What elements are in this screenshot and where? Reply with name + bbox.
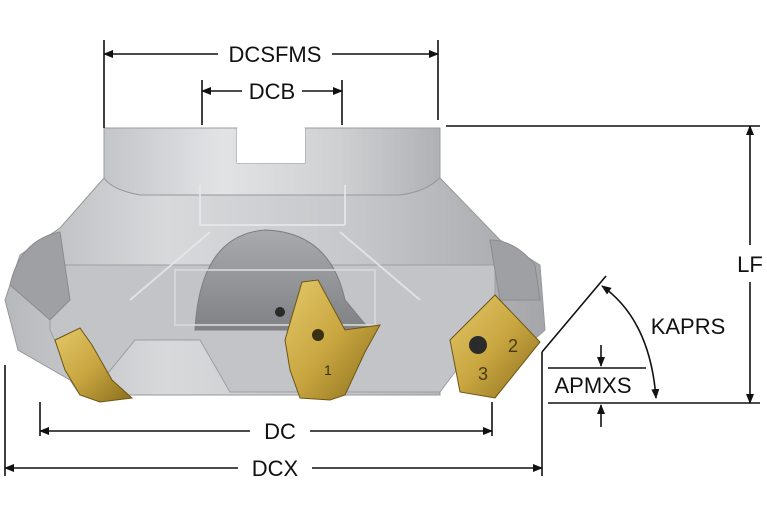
label-dcb: DCB — [249, 79, 295, 104]
insert-center: 1 — [284, 279, 381, 401]
right-insert-screw — [469, 336, 487, 354]
label-dcsfms: DCSFMS — [229, 42, 322, 67]
right-insert-number-3: 3 — [478, 364, 488, 384]
insert-right: 2 3 — [449, 294, 541, 399]
dimension-labels: DCSFMS DCB LF KAPRS APMXS DC DCX — [229, 42, 763, 481]
right-insert-number-2: 2 — [508, 336, 518, 356]
kaprs-arc — [601, 285, 660, 399]
dimension-lines — [4, 40, 760, 476]
right-pocket — [489, 239, 541, 301]
label-kaprs: KAPRS — [651, 314, 726, 339]
screw-hole — [275, 307, 285, 317]
insert-left — [54, 327, 134, 403]
keyway-slot — [237, 128, 305, 163]
cutter-body — [4, 127, 546, 396]
kaprs-leg — [541, 275, 607, 353]
label-dcx: DCX — [252, 456, 299, 481]
left-pocket — [9, 231, 71, 321]
pocket-guides — [129, 185, 421, 326]
center-insert-screw — [312, 329, 324, 341]
label-lf: LF — [737, 252, 763, 277]
label-dc: DC — [264, 419, 296, 444]
center-insert-number: 1 — [324, 362, 332, 378]
label-apmxs: APMXS — [554, 373, 631, 398]
